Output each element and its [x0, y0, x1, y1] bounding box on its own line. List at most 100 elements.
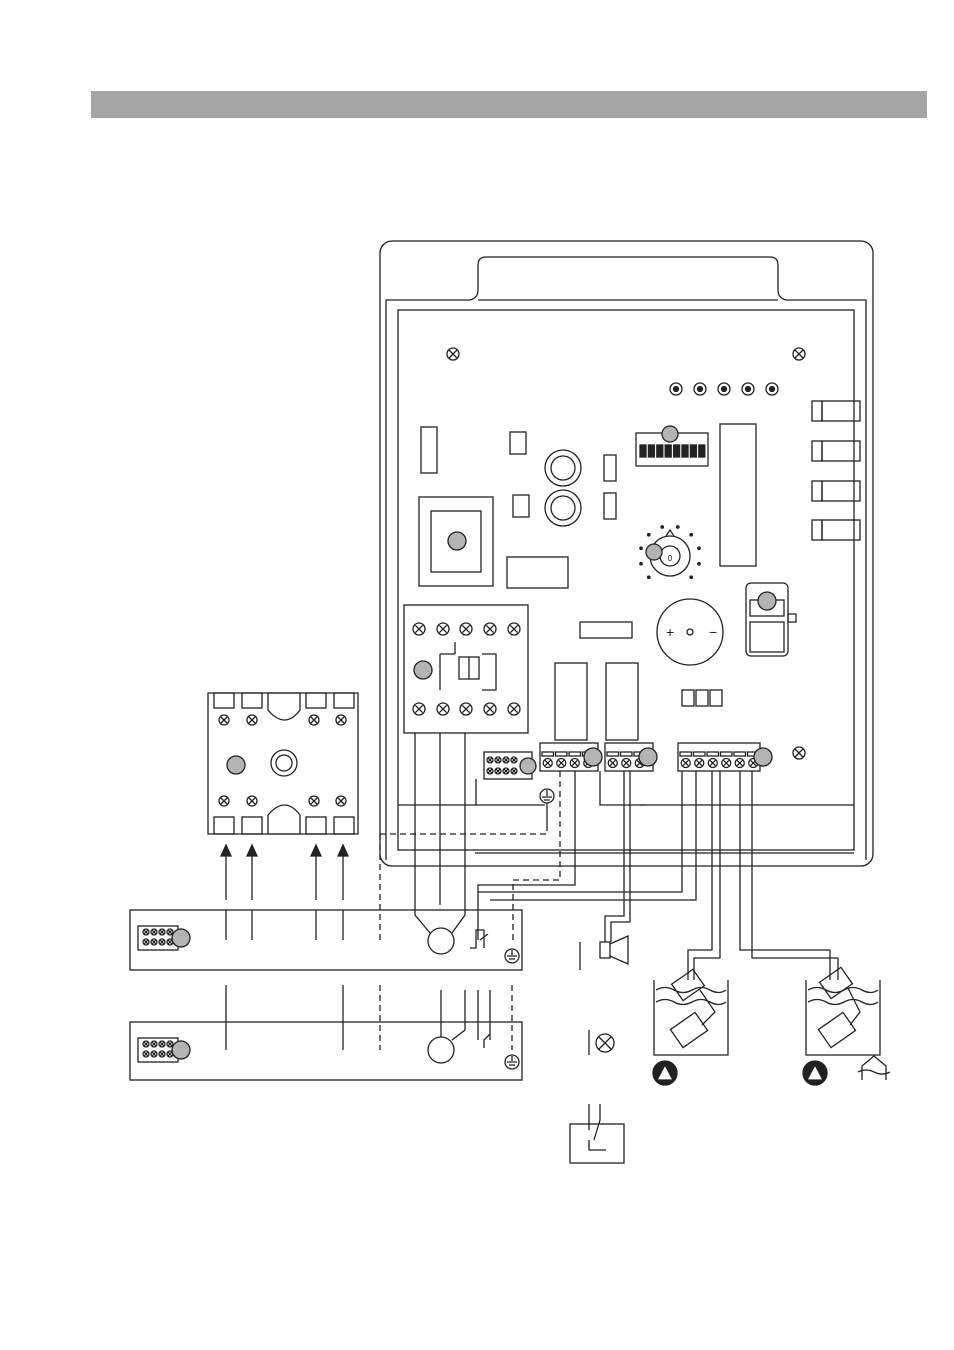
buzzer-minus: − [709, 624, 717, 640]
screw-icon [460, 623, 472, 635]
pot-tick [648, 576, 650, 578]
screw-icon [487, 757, 493, 763]
screw-icon [511, 768, 517, 774]
fuse [421, 427, 437, 473]
pot-tick [640, 563, 642, 565]
lamp-icon [589, 1030, 614, 1055]
screw-icon [495, 768, 501, 774]
horn-icon [580, 936, 628, 970]
switch-contact-icon [570, 1104, 624, 1163]
screw-icon [143, 939, 149, 945]
terminal-tab [556, 752, 568, 756]
thermal-contact-icon [470, 930, 488, 948]
capacitor [545, 490, 581, 526]
ground-icon [540, 789, 554, 803]
ground-icon [505, 1055, 519, 1069]
screw-icon [793, 348, 805, 360]
component [510, 432, 526, 454]
led-icon [742, 383, 754, 395]
screw-icon [167, 929, 173, 935]
pot-tick [640, 547, 642, 549]
arrows [221, 845, 348, 900]
screw-icon [219, 796, 229, 806]
led-icon [694, 383, 706, 395]
small-switches [682, 690, 722, 706]
screw-icon [460, 703, 472, 715]
screw-icon [413, 623, 425, 635]
dip-switch-cell [674, 445, 680, 457]
screw-icon [484, 623, 496, 635]
screw-icon [413, 703, 425, 715]
transformer [419, 497, 493, 586]
dip-switch[interactable] [636, 426, 708, 466]
terminal-tab [734, 752, 746, 756]
led-icon [766, 383, 778, 395]
screw-icon [511, 757, 517, 763]
dip-switch-cell [690, 445, 696, 457]
screw-icon [247, 715, 257, 725]
dip-switch-cell [699, 445, 705, 457]
screw-icon [336, 715, 346, 725]
screw-icon [681, 759, 690, 768]
relay [606, 663, 638, 740]
terminal-block-4 [540, 743, 602, 771]
ground-icon [505, 949, 519, 963]
screw-icon [151, 939, 157, 945]
pot-tick [677, 526, 679, 528]
potentiometer-value: 0 [668, 554, 673, 563]
screw-icon [708, 759, 717, 768]
potentiometer[interactable]: 0 [640, 526, 700, 579]
screw-icon [437, 623, 449, 635]
led-icon [718, 383, 730, 395]
screw-icon [487, 768, 493, 774]
capacitor [545, 450, 581, 486]
terminal-tab [621, 752, 633, 756]
side-connectors [812, 401, 860, 540]
reset-button[interactable] [746, 583, 796, 656]
pot-tick [690, 534, 692, 536]
flood-alarm-icon [858, 1056, 890, 1080]
buzzer-plus: + [666, 624, 674, 640]
screw-icon [543, 759, 552, 768]
pump-icon [803, 1061, 827, 1085]
terminal-tab [680, 752, 692, 756]
screw-icon [722, 759, 731, 768]
screw-icon [247, 796, 257, 806]
screw-icon [495, 757, 501, 763]
screw-icon [151, 1041, 157, 1047]
motor-icon [428, 1037, 454, 1063]
screw-icon [608, 759, 617, 768]
display-module [720, 424, 756, 566]
relay [555, 663, 587, 740]
dip-switch-cell [682, 445, 688, 457]
screw-icon [309, 715, 319, 725]
terminal-tab [607, 752, 619, 756]
screw-icon [557, 759, 566, 768]
terminal-tab [707, 752, 719, 756]
motor-icon [428, 928, 454, 954]
screw-icon [503, 768, 509, 774]
screw-icon [167, 1041, 173, 1047]
screw-icon [336, 796, 346, 806]
unit-box-1 [130, 905, 522, 970]
dip-switch-cell [640, 445, 646, 457]
screw-icon [151, 929, 157, 935]
terminal-tab [569, 752, 581, 756]
screw-icon [503, 757, 509, 763]
screw-icon [484, 703, 496, 715]
screw-icon [508, 703, 520, 715]
screw-icon [143, 1051, 149, 1057]
float-switch-tank-2 [806, 967, 880, 1055]
component [513, 495, 529, 517]
buzzer: + − [657, 599, 723, 665]
terminal-block-small [484, 752, 536, 779]
terminal-tab [694, 752, 706, 756]
screw-icon [151, 1051, 157, 1057]
terminal-tab [721, 752, 733, 756]
unit-box-2 [130, 985, 522, 1080]
pot-tick [698, 563, 700, 565]
led-icon [670, 383, 682, 395]
led-row [670, 383, 778, 395]
dip-switch-cell [657, 445, 663, 457]
